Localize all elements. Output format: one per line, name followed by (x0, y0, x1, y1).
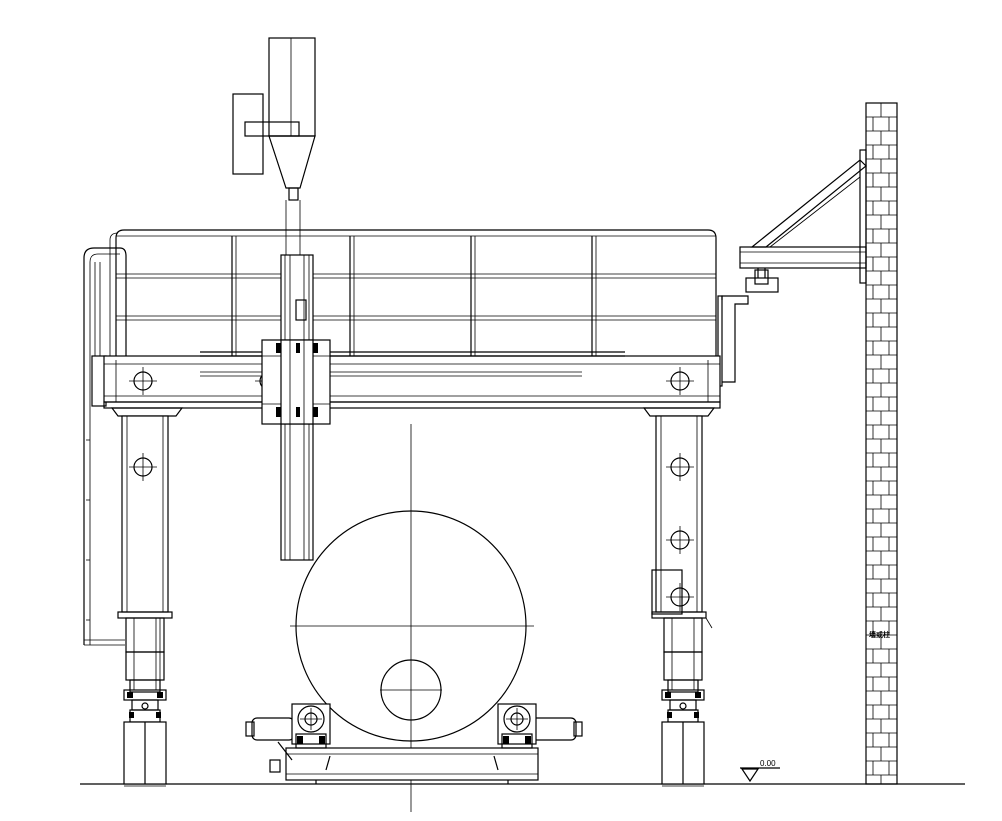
wall-label: 墙或柱 (869, 630, 890, 639)
elevation-marker (740, 767, 780, 783)
cross-beam (103, 351, 721, 417)
top-railing (109, 229, 717, 356)
right-leg (651, 415, 713, 787)
carriage (261, 339, 331, 425)
left-leg (117, 415, 173, 787)
elevation-label: 0.00 (760, 759, 776, 768)
roller-bed (245, 703, 583, 784)
flux-hopper (232, 37, 316, 201)
left-ladder (83, 247, 127, 646)
wall-bracket (717, 149, 867, 387)
brick-wall (865, 102, 898, 785)
workpiece-cylinder (290, 424, 534, 812)
